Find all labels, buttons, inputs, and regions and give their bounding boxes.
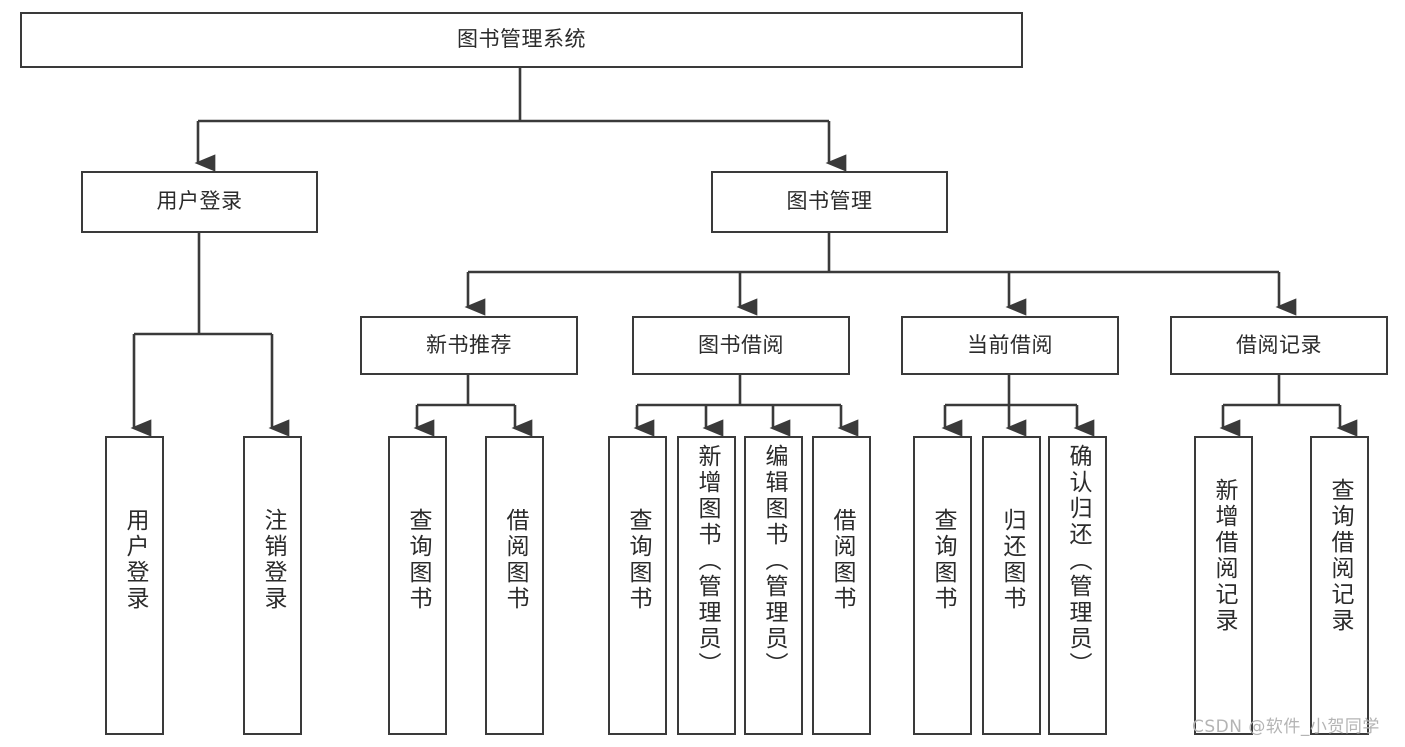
- node-label: 借阅图书: [829, 508, 855, 612]
- node-label: 查询借阅记录: [1327, 478, 1353, 634]
- node-label: 图书管理: [786, 189, 873, 214]
- node-label: 用户登录: [122, 508, 148, 612]
- node-label: 新增图书（管理员）: [694, 444, 720, 678]
- leaf-current-borrow-confirm[interactable]: 确认归还（管理员）: [1048, 436, 1107, 735]
- node-label: 查询图书: [930, 508, 956, 612]
- node-label: 图书管理系统: [457, 27, 586, 52]
- node-label: 编辑图书（管理员）: [761, 444, 787, 678]
- node-root-system[interactable]: 图书管理系统: [20, 12, 1023, 68]
- node-label: 注销登录: [260, 508, 286, 612]
- node-label: 当前借阅: [967, 332, 1053, 357]
- node-borrow-record[interactable]: 借阅记录: [1170, 316, 1388, 375]
- leaf-current-borrow-query[interactable]: 查询图书: [913, 436, 972, 735]
- leaf-book-borrow-edit[interactable]: 编辑图书（管理员）: [744, 436, 803, 735]
- leaf-book-borrow-borrow[interactable]: 借阅图书: [812, 436, 871, 735]
- leaf-user-login-logout[interactable]: 注销登录: [243, 436, 302, 735]
- leaf-user-login-login[interactable]: 用户登录: [105, 436, 164, 735]
- node-book-borrow[interactable]: 图书借阅: [632, 316, 850, 375]
- node-label: 借阅图书: [502, 508, 528, 612]
- leaf-new-book-borrow[interactable]: 借阅图书: [485, 436, 544, 735]
- node-label: 新增借阅记录: [1211, 478, 1237, 634]
- node-label: 用户登录: [156, 189, 243, 214]
- node-label: 借阅记录: [1236, 332, 1322, 357]
- node-current-borrow[interactable]: 当前借阅: [901, 316, 1119, 375]
- node-label: 确认归还（管理员）: [1065, 444, 1091, 678]
- node-book-management[interactable]: 图书管理: [711, 171, 948, 233]
- node-label: 查询图书: [405, 508, 431, 612]
- leaf-new-book-query[interactable]: 查询图书: [388, 436, 447, 735]
- leaf-borrow-record-add[interactable]: 新增借阅记录: [1194, 436, 1253, 735]
- node-new-book-recommend[interactable]: 新书推荐: [360, 316, 578, 375]
- leaf-current-borrow-return[interactable]: 归还图书: [982, 436, 1041, 735]
- node-label: 归还图书: [999, 508, 1025, 612]
- node-label: 查询图书: [625, 508, 651, 612]
- leaf-book-borrow-query[interactable]: 查询图书: [608, 436, 667, 735]
- node-label: 图书借阅: [698, 332, 784, 357]
- node-user-login[interactable]: 用户登录: [81, 171, 318, 233]
- node-label: 新书推荐: [426, 332, 512, 357]
- leaf-borrow-record-query[interactable]: 查询借阅记录: [1310, 436, 1369, 735]
- leaf-book-borrow-add[interactable]: 新增图书（管理员）: [677, 436, 736, 735]
